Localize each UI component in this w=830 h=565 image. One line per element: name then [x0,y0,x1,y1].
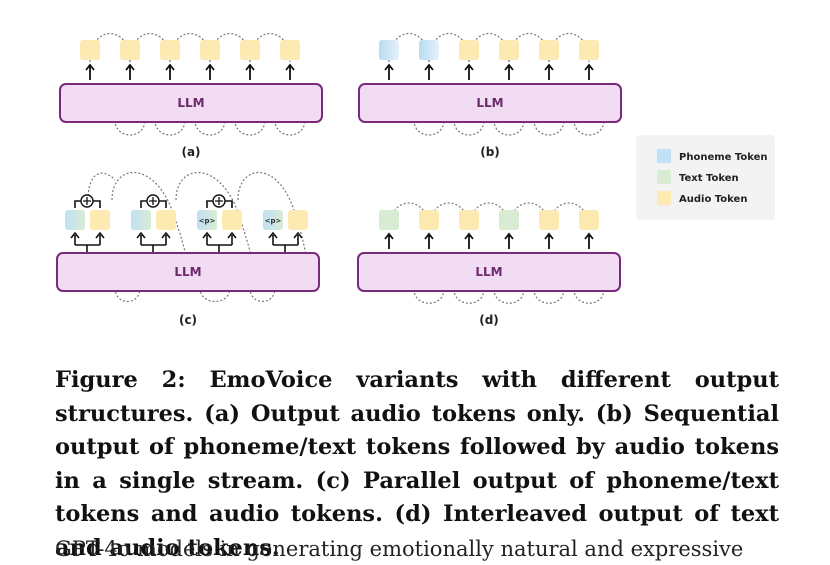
legend: Phoneme Token Text Token Audio Token [636,135,775,220]
panel-label-a: (a) [181,145,200,159]
feedback-loop [573,119,605,136]
feedback-loop [533,288,565,304]
feedback-loop [493,288,525,304]
audio-token [499,40,519,60]
placeholder-token [197,210,217,230]
llm-label: LLM [475,265,502,279]
feedback-loop [234,119,266,136]
panel-d: LLM (d) [357,202,621,327]
phoneme-token [379,40,399,60]
merge-arrows [202,231,237,252]
text-token [499,210,519,230]
feedback-loop [573,288,605,304]
phoneme-token [419,40,439,60]
audio-token [459,40,479,60]
audio-token [240,40,260,60]
body-text: GPT-4o models in generating emotionally … [55,537,744,561]
phoneme-token [131,210,151,230]
audio-token [288,210,308,230]
panel-label-d: (d) [479,313,499,327]
llm-block [59,83,323,123]
token-pair [65,194,110,252]
token-pair: <p> [197,194,242,252]
feedback-loop [413,288,445,304]
panel-c: <p> <p> LLM (c) [56,171,320,327]
autoregressive-loop [87,172,116,201]
placeholder-token-label: <p> [265,217,282,225]
audio-token [80,40,100,60]
figure-2-diagram: LLM (a) LLM (b) [56,33,775,327]
panel-label-b: (b) [480,145,500,159]
feedback-loop [199,287,231,302]
llm-label: LLM [174,265,201,279]
feedback-loop [413,119,445,136]
output-arrow [384,63,594,80]
llm-label: LLM [476,96,503,110]
add-icon [149,197,157,205]
legend-swatch-text [657,170,671,184]
panel-a: LLM (a) [59,33,323,159]
output-arrow [85,63,295,80]
legend-label-audio: Audio Token [679,194,747,205]
legend-label-text: Text Token [679,173,739,184]
audio-token [419,210,439,230]
audio-token [200,40,220,60]
placeholder-token-label: <p> [199,217,216,225]
merge-arrows [70,231,105,252]
add-icon [83,197,91,205]
audio-token [120,40,140,60]
text-token [379,210,399,230]
panel-label-c: (c) [179,313,197,327]
feedback-loop [274,119,306,136]
token-pair [131,194,176,252]
audio-token [459,210,479,230]
audio-token [539,40,559,60]
audio-token [90,210,110,230]
llm-block [56,252,320,292]
merge-arrows [136,231,171,252]
audio-token [280,40,300,60]
autoregressive-loop [111,171,187,256]
llm-block [357,252,621,292]
legend-swatch-audio [657,191,671,205]
legend-label-phoneme: Phoneme Token [679,152,768,163]
placeholder-token [263,210,283,230]
audio-token [579,210,599,230]
feedback-loop [154,119,186,136]
llm-label: LLM [177,96,204,110]
audio-token [579,40,599,60]
feedback-loop [453,119,485,136]
audio-token [160,40,180,60]
token-pair: <p> [263,210,308,252]
feedback-loop [114,119,146,136]
figure-caption: Figure 2: EmoVoice variants with differe… [55,367,779,561]
audio-token [156,210,176,230]
output-arrow [384,232,594,249]
feedback-loop [493,119,525,136]
phoneme-token [65,210,85,230]
merge-arrows [268,231,303,252]
autoregressive-loop [175,171,252,256]
legend-swatch-phoneme [657,149,671,163]
panel-b: LLM (b) [358,33,622,159]
audio-token [222,210,242,230]
add-icon [215,197,223,205]
feedback-loop [194,119,226,136]
feedback-loop [533,119,565,136]
feedback-loop [453,288,485,304]
llm-block [358,83,622,123]
audio-token [539,210,559,230]
